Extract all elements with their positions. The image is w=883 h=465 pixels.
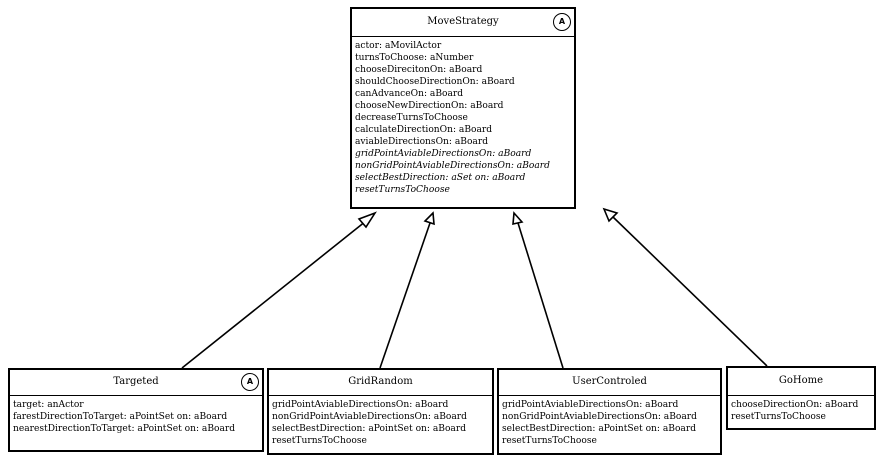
generalization-arrowhead bbox=[423, 211, 435, 226]
method: resetTurnsToChoose bbox=[272, 436, 367, 446]
class-name: MoveStrategy bbox=[427, 16, 499, 27]
method: resetTurnsToChoose bbox=[502, 436, 597, 446]
edge-gohome-to-movestrategy bbox=[612, 216, 768, 367]
class-box-gohome: GoHome chooseDirectionOn: aBoard resetTu… bbox=[726, 366, 876, 430]
method: selectBestDirection: aPointSet on: aBoar… bbox=[502, 424, 697, 434]
method: nearestDirectionToTarget: aPointSet on: … bbox=[13, 424, 236, 434]
class-header: Targeted A bbox=[10, 370, 262, 396]
abstract-class-icon: A bbox=[241, 373, 259, 391]
method: resetTurnsToChoose bbox=[731, 412, 826, 422]
method: farestDirectionToTarget: aPointSet on: a… bbox=[13, 412, 228, 422]
method: aviableDirectionsOn: aBoard bbox=[355, 137, 489, 147]
class-name: UserControled bbox=[572, 376, 647, 387]
attribute: target: anActor bbox=[13, 400, 84, 410]
class-name: GridRandom bbox=[348, 376, 413, 387]
class-name: Targeted bbox=[113, 376, 159, 387]
generalization-arrowhead bbox=[602, 207, 619, 223]
member-list: gridPointAviableDirectionsOn: aBoard non… bbox=[269, 396, 492, 447]
method: canAdvanceOn: aBoard bbox=[355, 89, 464, 99]
class-box-usercontroled: UserControled gridPointAviableDirections… bbox=[497, 368, 722, 455]
abstract-method: gridPointAviableDirectionsOn: aBoard bbox=[355, 149, 532, 159]
member-list: gridPointAviableDirectionsOn: aBoard non… bbox=[499, 396, 720, 447]
abstract-class-icon: A bbox=[553, 13, 571, 31]
class-header: GoHome bbox=[728, 368, 874, 396]
class-header: GridRandom bbox=[269, 370, 492, 396]
generalization-arrowhead bbox=[512, 211, 524, 226]
method: decreaseTurnsToChoose bbox=[355, 113, 468, 123]
method: chooseDirectionOn: aBoard bbox=[731, 400, 859, 410]
attribute: turnsToChoose: aNumber bbox=[355, 53, 474, 63]
member-list: actor: aMovilActor turnsToChoose: aNumbe… bbox=[352, 37, 574, 196]
edge-gridrandom-to-movestrategy bbox=[379, 222, 431, 369]
class-header: MoveStrategy A bbox=[352, 9, 574, 37]
edge-usercontroled-to-movestrategy bbox=[517, 222, 564, 369]
method: nonGridPointAviableDirectionsOn: aBoard bbox=[502, 412, 697, 422]
abstract-method: selectBestDirection: aSet on: aBoard bbox=[355, 173, 526, 183]
member-list: target: anActor farestDirectionToTarget:… bbox=[10, 396, 262, 435]
attribute: actor: aMovilActor bbox=[355, 41, 442, 51]
abstract-method: resetTurnsToChoose bbox=[355, 185, 450, 195]
class-name: GoHome bbox=[778, 375, 824, 386]
method: gridPointAviableDirectionsOn: aBoard bbox=[272, 400, 449, 410]
edge-targeted-to-movestrategy bbox=[181, 220, 367, 369]
class-header: UserControled bbox=[499, 370, 720, 396]
method: calculateDirectionOn: aBoard bbox=[355, 125, 493, 135]
class-box-movestrategy: MoveStrategy A actor: aMovilActor turnsT… bbox=[350, 7, 576, 209]
method: selectBestDirection: aPointSet on: aBoar… bbox=[272, 424, 467, 434]
method: nonGridPointAviableDirectionsOn: aBoard bbox=[272, 412, 467, 422]
method: chooseNewDirectionOn: aBoard bbox=[355, 101, 504, 111]
member-list: chooseDirectionOn: aBoard resetTurnsToCh… bbox=[728, 396, 874, 423]
method: gridPointAviableDirectionsOn: aBoard bbox=[502, 400, 679, 410]
method: chooseDirecitonOn: aBoard bbox=[355, 65, 483, 75]
method: shouldChooseDirectionOn: aBoard bbox=[355, 77, 515, 87]
generalization-arrowhead bbox=[357, 211, 377, 229]
class-box-targeted: Targeted A target: anActor farestDirecti… bbox=[8, 368, 264, 452]
abstract-method: nonGridPointAviableDirectionsOn: aBoard bbox=[355, 161, 550, 171]
class-box-gridrandom: GridRandom gridPointAviableDirectionsOn:… bbox=[267, 368, 494, 455]
